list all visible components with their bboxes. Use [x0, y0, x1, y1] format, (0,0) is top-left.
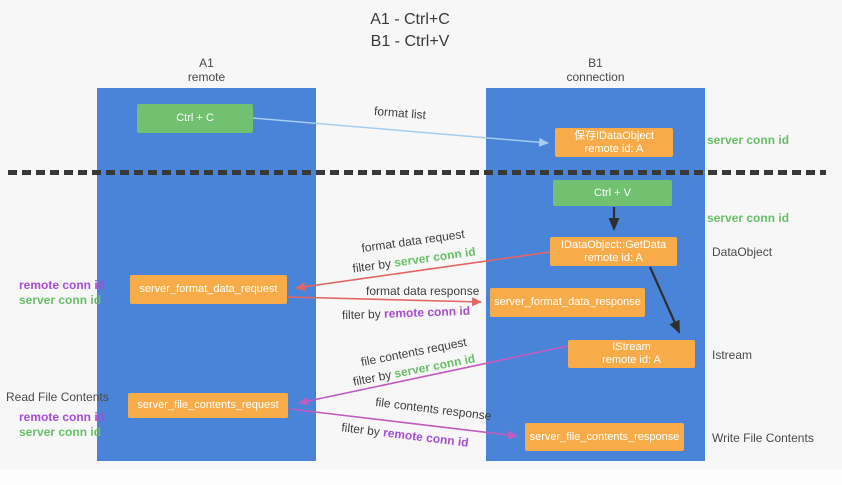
- dataobject-label: DataObject: [712, 245, 773, 259]
- node-server-file-contents-response: server_file_contents_response: [525, 423, 684, 451]
- getdata-line1: IDataObject::GetData: [560, 238, 667, 251]
- remote-conn-id-label: remote conn id: [382, 425, 470, 450]
- dotted-separator: [8, 170, 826, 175]
- ctrl-c-label: Ctrl + C: [176, 112, 214, 124]
- format-data-response-label: format data response: [366, 284, 480, 298]
- ctrl-v-label: Ctrl + V: [594, 186, 631, 199]
- column-b1-name: B1: [588, 56, 603, 70]
- filter-by-label: filter by: [341, 306, 381, 323]
- file-request-label: server_file_contents_request: [137, 399, 279, 411]
- node-server-file-contents-request: server_file_contents_request: [128, 393, 288, 418]
- istream-line2: remote id: A: [602, 354, 661, 366]
- server-conn-id-mid-label: server conn id: [707, 211, 790, 225]
- file-conn-id-block: remote conn id server conn id: [19, 410, 105, 440]
- title-line-a1: A1 - Ctrl+C: [370, 11, 450, 28]
- title-line-b1: B1 - Ctrl+V: [370, 33, 450, 50]
- format-response-label: server_format_data_response: [494, 296, 641, 308]
- server-conn-id-label: server conn id: [19, 425, 102, 439]
- file-response-label: server_file_contents_response: [529, 430, 680, 443]
- write-file-contents-label: Write File Contents: [712, 431, 814, 445]
- node-ctrl-v: Ctrl + V: [553, 180, 672, 206]
- istream-line1: IStream: [612, 341, 651, 353]
- server-conn-id-top-label: server conn id: [707, 133, 790, 147]
- column-header-a1: A1 remote: [97, 56, 316, 84]
- save-idataobject-line1: 保存IDataObject: [573, 129, 655, 142]
- getdata-line2: remote id: A: [584, 251, 643, 264]
- format-data-response-filter-label: filter by remote conn id: [342, 304, 470, 322]
- format-request-label: server_format_data_request: [139, 283, 278, 295]
- node-server-format-data-response: server_format_data_response: [490, 288, 645, 317]
- istream-side-label: Istream: [712, 348, 753, 362]
- file-contents-response-filter-label: filter by remote conn id: [341, 420, 470, 450]
- filter-by-label: filter by: [351, 367, 393, 389]
- diagram-title: A1 - Ctrl+C B1 - Ctrl+V: [330, 9, 490, 53]
- read-file-contents-label: Read File Contents: [6, 390, 109, 404]
- node-ctrl-c: Ctrl + C: [137, 104, 253, 133]
- column-a1-subtitle: remote: [187, 70, 226, 84]
- node-istream: IStream remote id: A: [568, 340, 695, 368]
- column-b1-subtitle: connection: [566, 70, 625, 84]
- server-conn-id-label: server conn id: [19, 293, 102, 307]
- bottom-strip: [0, 469, 842, 485]
- remote-conn-id-label: remote conn id: [19, 410, 106, 424]
- remote-conn-id-label: remote conn id: [19, 278, 106, 292]
- node-save-idataobject: 保存IDataObject remote id: A: [555, 128, 673, 157]
- file-contents-response-label: file contents response: [374, 394, 493, 424]
- save-idataobject-line2: remote id: A: [584, 142, 644, 155]
- filter-by-label: filter by: [351, 256, 392, 276]
- remote-conn-id-label: remote conn id: [383, 303, 471, 321]
- column-a1-name: A1: [199, 56, 214, 70]
- filter-by-label: filter by: [340, 420, 381, 439]
- format-list-label: format list: [373, 103, 427, 123]
- format-conn-id-block: remote conn id server conn id: [19, 278, 105, 308]
- node-server-format-data-request: server_format_data_request: [130, 275, 287, 304]
- column-header-b1: B1 connection: [486, 56, 705, 84]
- node-idataobject-getdata: IDataObject::GetData remote id: A: [550, 237, 677, 266]
